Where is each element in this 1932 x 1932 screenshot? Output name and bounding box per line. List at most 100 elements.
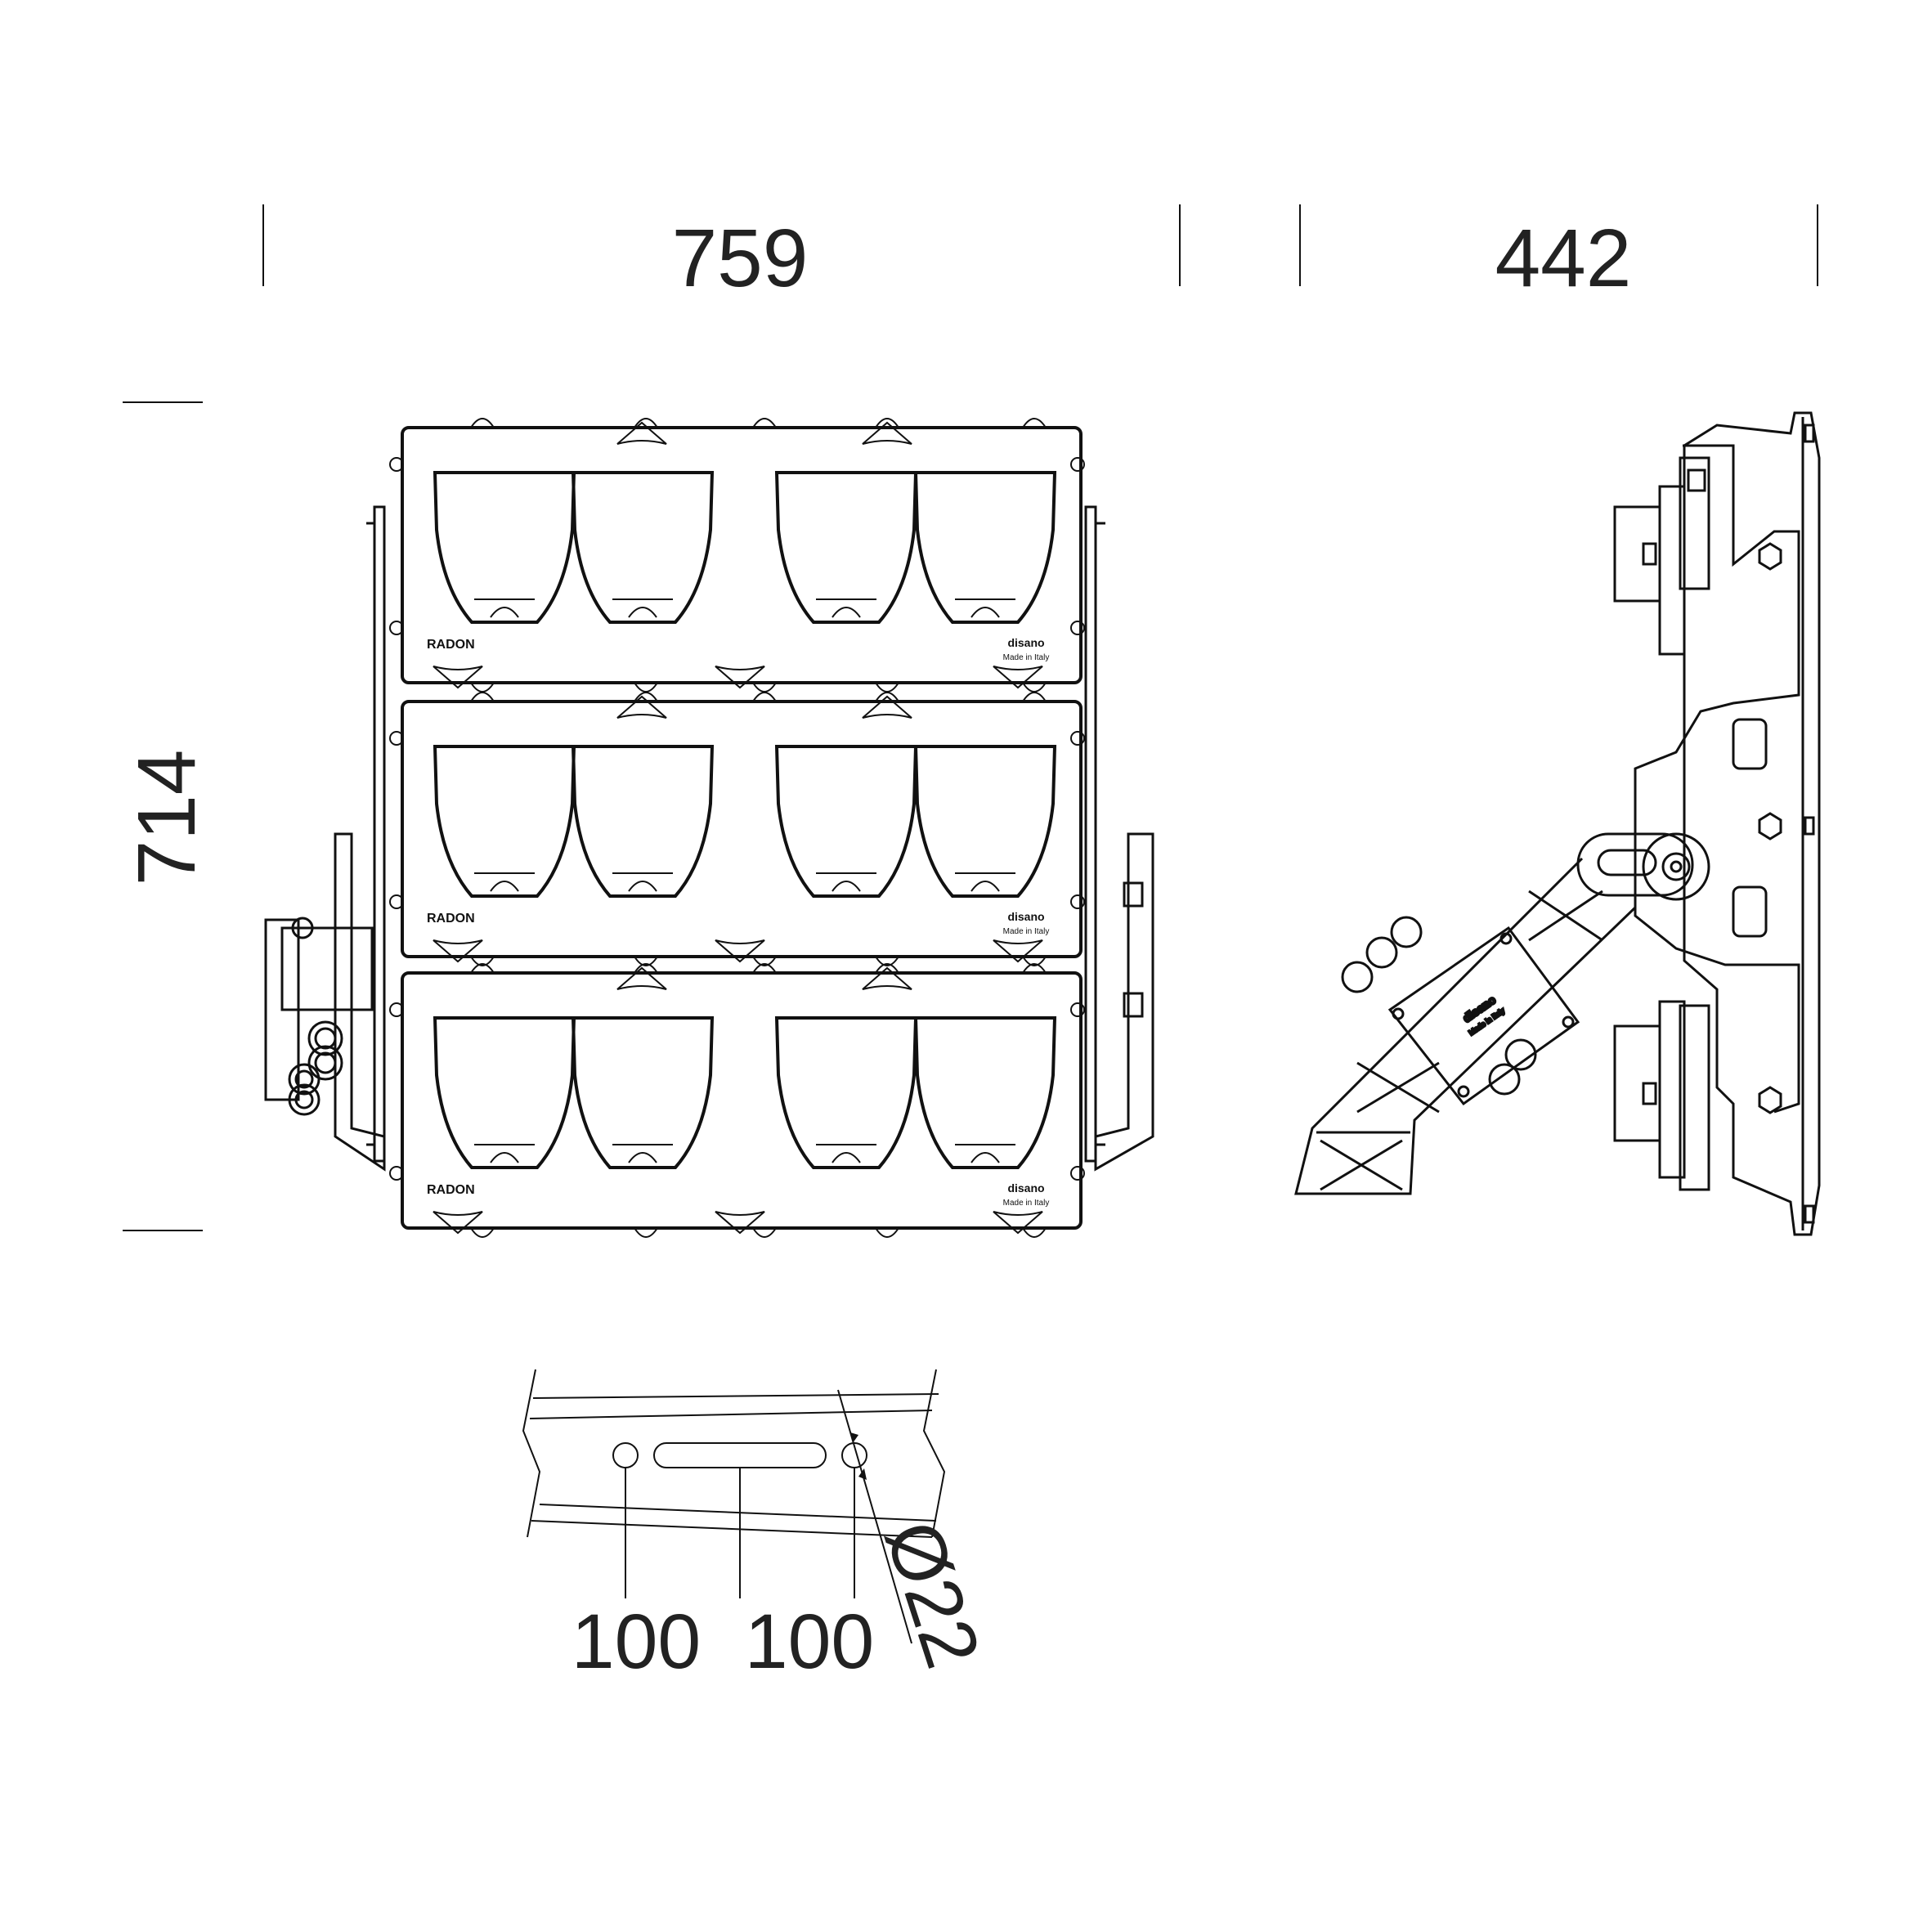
cable-gland-icon	[1341, 916, 1537, 1096]
latch-arrow-icon	[616, 421, 667, 445]
latch-arrow-icon	[862, 966, 912, 990]
latch-arrow-icon	[715, 1211, 765, 1235]
led-reflector	[433, 471, 576, 624]
hex-nut-icon	[1758, 542, 1782, 1114]
edge-tab	[875, 1227, 899, 1238]
width-dimension: 759	[262, 204, 1181, 304]
edge-tab	[875, 956, 899, 966]
slot-spacing-a: 100	[572, 1598, 702, 1685]
mounting-arm	[1294, 857, 1637, 1195]
edge-tab	[1022, 692, 1047, 702]
latch-arrow-icon	[715, 939, 765, 963]
latch-arrow-icon	[433, 939, 483, 963]
side-body-plate	[1683, 411, 1821, 1236]
latch-arrow-icon	[993, 939, 1043, 963]
edge-tab	[634, 692, 658, 702]
module-origin-label: Made in Italy	[1003, 653, 1050, 662]
upper-driver-housing	[1634, 444, 1800, 1114]
latch-arrow-icon	[862, 695, 912, 719]
led-reflector	[913, 471, 1057, 624]
edge-tab	[1022, 1227, 1047, 1238]
module-model-label: RADON	[427, 1183, 475, 1197]
clip-screw-icon	[389, 731, 404, 746]
edge-tab	[634, 418, 658, 428]
bracket-detail: 100 100 Ø22	[522, 1369, 997, 1685]
module-model-label: RADON	[427, 912, 475, 926]
latch-arrow-icon	[433, 666, 483, 689]
module-brand-label: disano	[1007, 636, 1044, 649]
depth-value: 442	[1495, 213, 1632, 304]
module-brand-label: disano	[1007, 1181, 1044, 1195]
clip-screw-icon	[1070, 457, 1085, 472]
slot-spacing-b: 100	[745, 1598, 875, 1685]
clip-screw-icon	[389, 457, 404, 472]
latch-arrow-icon	[862, 421, 912, 445]
edge-tab	[470, 956, 495, 966]
led-reflector	[774, 745, 918, 898]
pivot-joint	[1576, 832, 1710, 901]
flange-bolts	[1804, 424, 1815, 1224]
mount-hole-left	[612, 1442, 639, 1468]
cable-gland-icon	[288, 1020, 343, 1116]
height-value: 714	[121, 750, 213, 886]
clip-screw-icon	[1070, 894, 1085, 909]
edge-tab	[875, 963, 899, 974]
led-reflector	[571, 1016, 715, 1169]
latch-arrow-icon	[616, 966, 667, 990]
led-reflector	[433, 1016, 576, 1169]
width-value: 759	[672, 213, 809, 304]
mount-slot	[653, 1442, 827, 1468]
led-reflector	[433, 745, 576, 898]
edge-tab	[875, 418, 899, 428]
clip-screw-icon	[1070, 731, 1085, 746]
edge-tab	[752, 418, 777, 428]
led-reflector	[571, 745, 715, 898]
clip-screw-icon	[389, 1166, 404, 1181]
module-frame	[401, 700, 1083, 958]
led-reflector	[774, 1016, 918, 1169]
edge-tab	[470, 963, 495, 974]
edge-tab	[470, 1227, 495, 1238]
edge-tab	[752, 956, 777, 966]
latch-arrow-icon	[993, 666, 1043, 689]
clip-screw-icon	[1070, 1166, 1085, 1181]
clip-screw-icon	[1070, 1002, 1085, 1017]
hole-diameter: Ø22	[868, 1511, 996, 1678]
edge-tab	[634, 1227, 658, 1238]
clip-screw-icon	[389, 894, 404, 909]
clip-screw-icon	[389, 1002, 404, 1017]
led-reflector	[774, 471, 918, 624]
edge-tab	[1022, 418, 1047, 428]
edge-tab	[752, 692, 777, 702]
side-view: disano Made in Italy	[1294, 411, 1821, 1236]
module-origin-label: Made in Italy	[1003, 927, 1050, 936]
module-frame	[401, 971, 1083, 1230]
edge-tab	[875, 692, 899, 702]
edge-tab	[470, 418, 495, 428]
module-brand-label: disano	[1007, 910, 1044, 923]
edge-tab	[634, 963, 658, 974]
edge-tab	[752, 1227, 777, 1238]
module-model-label: RADON	[427, 638, 475, 652]
latch-arrow-icon	[616, 695, 667, 719]
height-dimension: 714	[121, 401, 213, 1231]
module-frame	[401, 426, 1083, 684]
edge-tab	[634, 956, 658, 966]
latch-arrow-icon	[715, 666, 765, 689]
clip-screw-icon	[1070, 621, 1085, 635]
edge-tab	[1022, 956, 1047, 966]
led-reflector	[571, 471, 715, 624]
latch-arrow-icon	[433, 1211, 483, 1235]
rear-frame	[264, 505, 1154, 1172]
junction-box: disano Made in Italy	[1387, 926, 1580, 1106]
latch-arrow-icon	[993, 1211, 1043, 1235]
edge-tab	[470, 692, 495, 702]
edge-tab	[752, 963, 777, 974]
led-reflector	[913, 745, 1057, 898]
module-origin-label: Made in Italy	[1003, 1199, 1050, 1208]
